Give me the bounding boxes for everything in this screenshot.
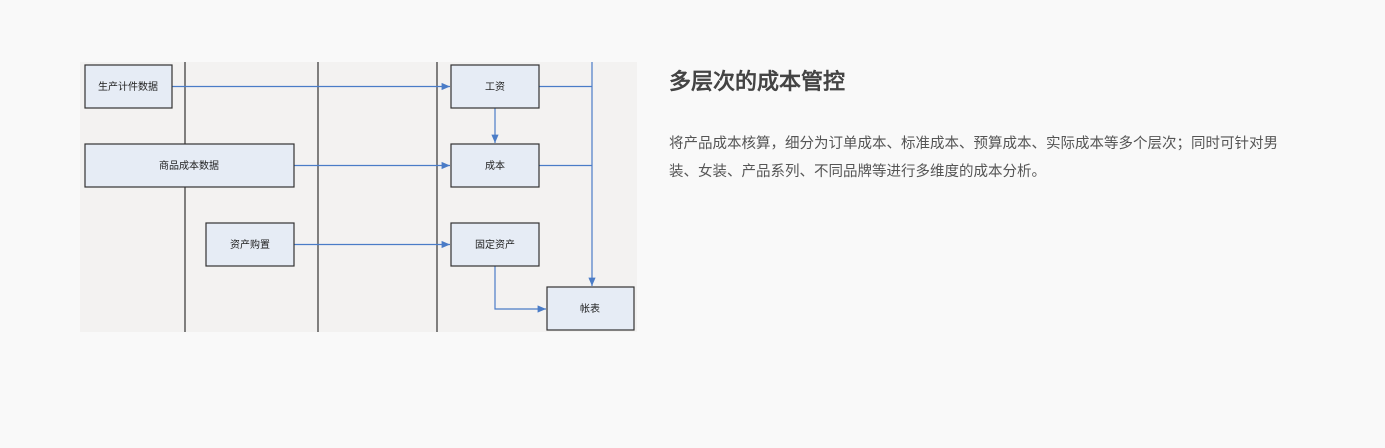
label-wages: 工资 bbox=[485, 81, 505, 93]
box-asset-purchase bbox=[205, 222, 295, 267]
label-cost: 成本 bbox=[485, 159, 505, 172]
label-production-piece-data: 生产计件数据 bbox=[98, 80, 158, 93]
label-asset-purchase: 资产购置 bbox=[230, 238, 270, 251]
box-ledger bbox=[546, 286, 635, 331]
label-ledger: 帐表 bbox=[580, 302, 600, 315]
lane-dividers bbox=[184, 62, 438, 332]
label-product-cost-data: 商品成本数据 bbox=[159, 159, 219, 172]
section-title: 多层次的成本管控 bbox=[669, 70, 846, 95]
box-production-piece-data bbox=[84, 64, 173, 109]
box-fixed-assets bbox=[450, 222, 540, 267]
section-description: 将产品成本核算，细分为订单成本、标准成本、预算成本、实际成本等多个层次；同时可针… bbox=[669, 136, 1278, 180]
cost-flow-diagram: 生产计件数据 商品成本数据 资产购置 工资 成本 固定资产 帐表 bbox=[80, 62, 637, 332]
box-cost bbox=[450, 143, 540, 188]
box-wages bbox=[450, 64, 540, 109]
box-product-cost-data bbox=[84, 143, 295, 188]
label-fixed-assets: 固定资产 bbox=[475, 238, 515, 251]
flow-arrows bbox=[172, 62, 596, 313]
